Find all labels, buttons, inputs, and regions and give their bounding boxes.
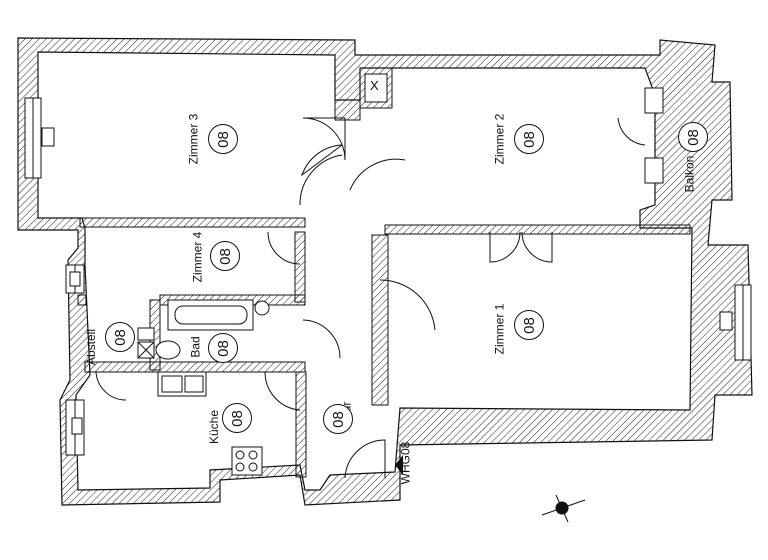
room-label-kueche: Küche bbox=[207, 409, 222, 445]
unit-badge-zimmer1: 08 bbox=[514, 310, 544, 340]
unit-badge-bad: 08 bbox=[208, 333, 238, 363]
toilet bbox=[155, 340, 181, 360]
unit-badge-zimmer2: 08 bbox=[514, 124, 544, 154]
room-label-abstell: Abstell bbox=[84, 328, 99, 366]
unit-badge-kueche: 08 bbox=[222, 403, 252, 433]
unit-badge-abstell: 08 bbox=[105, 322, 135, 352]
room-label-zimmer4: Zimmer 4 bbox=[190, 231, 205, 283]
room-label-balkon: Balkon bbox=[682, 155, 697, 193]
unit-badge-zimmer3: 08 bbox=[208, 124, 238, 154]
room-label-zimmer1: Zimmer 1 bbox=[492, 303, 507, 355]
exterior-walls bbox=[17, 37, 753, 506]
interior-walls bbox=[77, 67, 691, 478]
door-swings bbox=[95, 117, 646, 479]
room-label-zimmer3: Zimmer 3 bbox=[186, 113, 201, 165]
radiators bbox=[41, 127, 733, 435]
unit-badge-balkon: 08 bbox=[678, 122, 708, 152]
washbasin bbox=[254, 300, 270, 316]
fixtures bbox=[137, 299, 270, 476]
entrance-arrow-icon bbox=[395, 455, 403, 475]
unit-badge-zimmer4: 08 bbox=[210, 241, 240, 271]
shaft-mark: X bbox=[370, 78, 379, 93]
unit-badge-flur: 08 bbox=[323, 404, 353, 434]
room-label-bad: Bad bbox=[188, 336, 203, 358]
stove bbox=[231, 446, 263, 476]
entrance-label: WHG08 bbox=[398, 441, 413, 485]
room-label-zimmer2: Zimmer 2 bbox=[492, 113, 507, 165]
compass-icon bbox=[541, 494, 586, 523]
shaft-box bbox=[364, 73, 388, 103]
